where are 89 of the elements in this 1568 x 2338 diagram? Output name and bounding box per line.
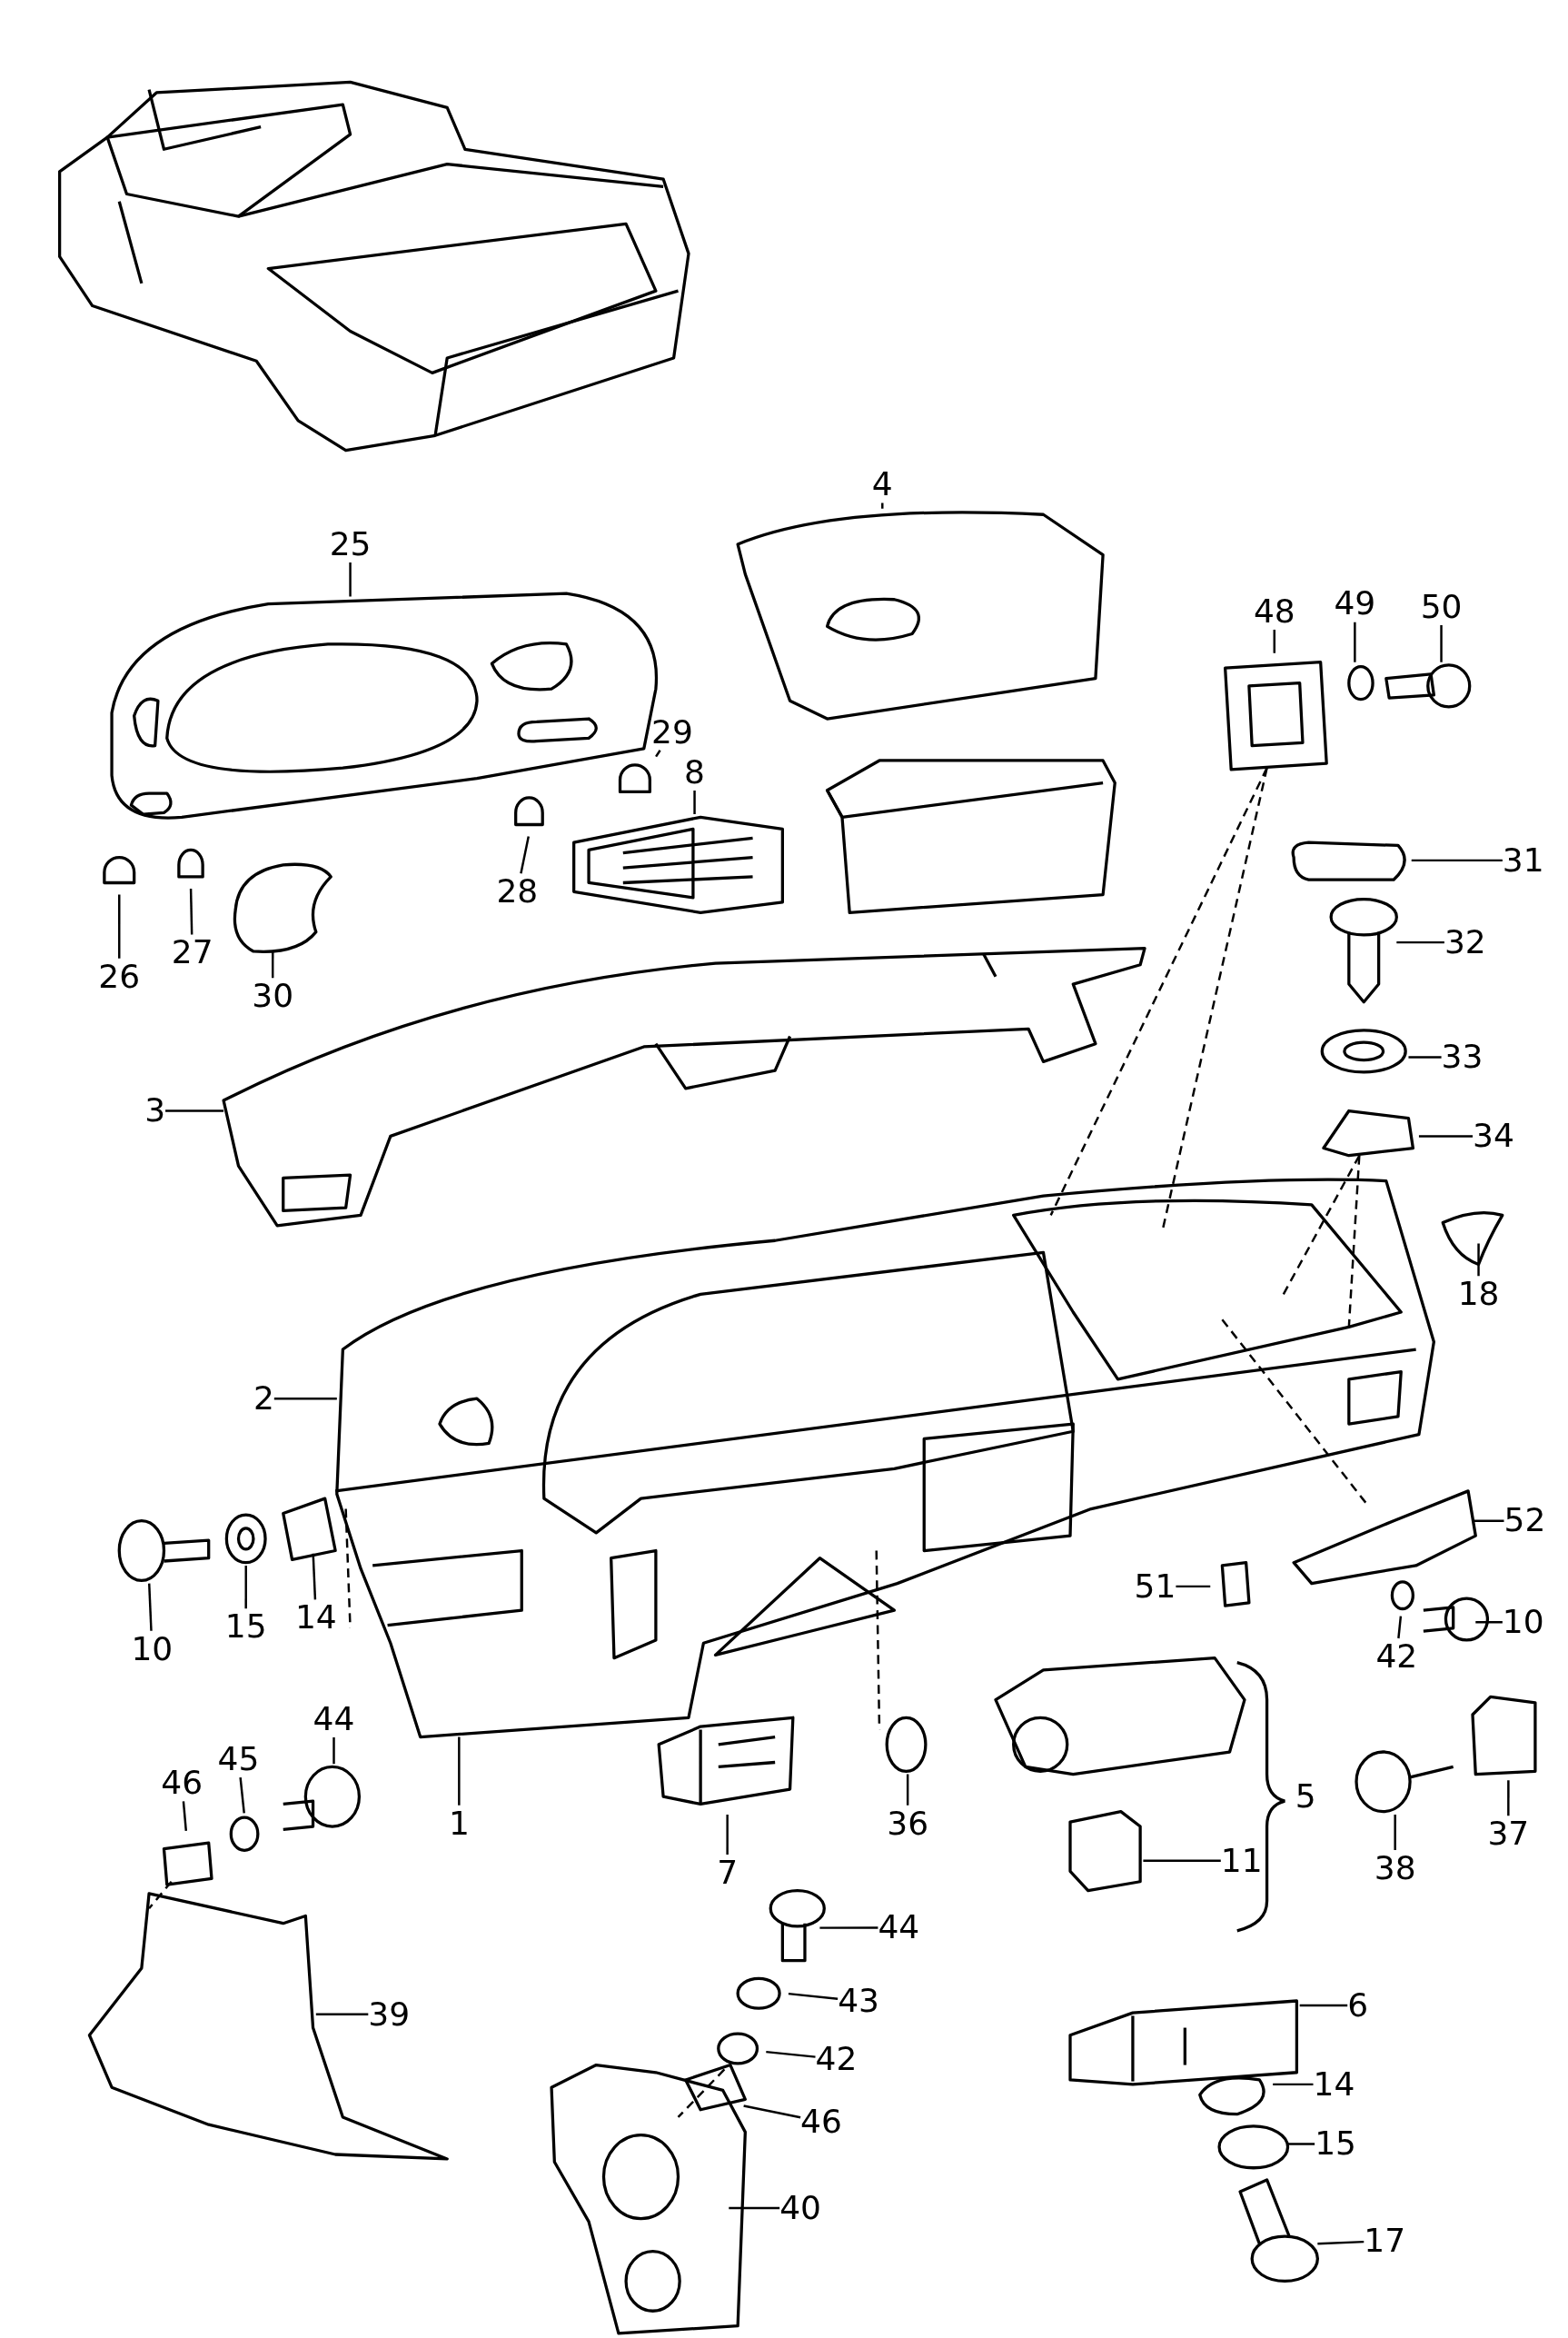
callout-number: 44 — [878, 1909, 920, 1946]
leader-line — [729, 2206, 780, 2210]
leader-line — [1287, 2143, 1315, 2145]
leader-line — [1418, 1135, 1474, 1138]
leader-line — [165, 1109, 224, 1112]
leader-line — [520, 836, 530, 874]
callout-number: 3 — [144, 1092, 166, 1129]
leader-line — [272, 950, 274, 979]
callout-number: 44 — [313, 1700, 355, 1737]
leader-line — [239, 1777, 245, 1814]
callout-number: 42 — [1375, 1637, 1418, 1675]
leader-line — [1397, 1616, 1403, 1639]
callout-number: 15 — [224, 1608, 267, 1645]
leader-line — [655, 750, 661, 758]
callout-number: 33 — [1441, 1039, 1484, 1076]
callout-number: 32 — [1444, 923, 1486, 960]
leader-line — [118, 894, 121, 959]
leader-line — [788, 1992, 839, 2000]
leader-line — [766, 2050, 816, 2058]
callout-number: 39 — [368, 1995, 411, 2033]
leader-line — [1474, 1519, 1504, 1522]
callout-number: 14 — [294, 1599, 337, 1637]
callout-number: 43 — [838, 1982, 879, 2019]
callout-number: 48 — [1253, 592, 1295, 630]
leader-line — [1440, 624, 1443, 662]
callout-number: 15 — [1315, 2125, 1356, 2163]
leader-line — [1354, 622, 1356, 662]
leader-line — [819, 1926, 878, 1929]
leader-line — [1394, 1814, 1396, 1850]
callout-number: 46 — [161, 1765, 203, 1802]
callout-number: 7 — [717, 1854, 739, 1891]
callout-number: 31 — [1502, 841, 1544, 879]
callout-number: 28 — [496, 873, 539, 910]
leader-line — [1408, 1056, 1442, 1059]
callout-number: 46 — [800, 2103, 842, 2140]
callout-number: 5 — [1295, 1778, 1316, 1815]
leader-line — [332, 1736, 335, 1765]
callout-number: 11 — [1220, 1842, 1263, 1879]
leader-line — [273, 1397, 337, 1400]
leader-line — [349, 562, 352, 597]
callout-number: 36 — [887, 1805, 929, 1842]
callout-number: 8 — [684, 753, 705, 791]
callout-number: 4 — [871, 466, 893, 503]
leader-line — [458, 1736, 461, 1806]
leader-line — [906, 1774, 909, 1806]
leader-line — [189, 889, 194, 935]
leader-line — [693, 791, 696, 814]
callout-number: 30 — [252, 977, 294, 1014]
leader-line — [1143, 1859, 1221, 1862]
leader-line — [182, 1801, 188, 1832]
callout-number: 18 — [1457, 1276, 1500, 1313]
leader-line — [244, 1565, 247, 1609]
leader-line — [312, 1553, 317, 1600]
callout-number: 40 — [779, 2189, 821, 2226]
callout-number: 17 — [1364, 2222, 1406, 2259]
leader-line — [1299, 2004, 1348, 2007]
callout-number: 10 — [1502, 1604, 1544, 1641]
leader-line — [1477, 1243, 1480, 1277]
callout-number: 10 — [131, 1630, 174, 1667]
callout-number: 45 — [217, 1741, 260, 1777]
leader-line — [1273, 629, 1275, 653]
leader-line — [1411, 859, 1503, 862]
leader-line — [148, 1583, 153, 1631]
callout-number: 52 — [1503, 1502, 1546, 1539]
callout-number: 38 — [1374, 1849, 1416, 1886]
callout-number: 27 — [171, 934, 213, 971]
callout-number: 50 — [1420, 588, 1463, 625]
leader-line — [315, 2013, 369, 2015]
callout-number: 51 — [1134, 1567, 1176, 1605]
callout-number: 37 — [1487, 1816, 1530, 1853]
leader-line — [1273, 2083, 1314, 2086]
callout-number: 1 — [448, 1805, 470, 1842]
callout-number: 42 — [815, 2040, 858, 2077]
leader-line — [1176, 1585, 1211, 1588]
callout-number: 26 — [98, 958, 141, 995]
leader-line — [881, 502, 884, 509]
leader-line — [1317, 2240, 1365, 2245]
callout-number: 2 — [253, 1379, 274, 1417]
callout-number: 29 — [651, 713, 693, 751]
callout-number: 25 — [329, 525, 372, 562]
leader-line — [1396, 940, 1444, 944]
callout-number: 49 — [1334, 585, 1376, 622]
leader-line — [726, 1814, 729, 1855]
callout-number: 6 — [1347, 1986, 1369, 2024]
leader-line — [743, 2104, 801, 2119]
callout-number: 14 — [1313, 2065, 1355, 2103]
leader-line — [1507, 1780, 1510, 1816]
leader-line — [1475, 1621, 1503, 1624]
callout-number: 34 — [1473, 1118, 1514, 1155]
